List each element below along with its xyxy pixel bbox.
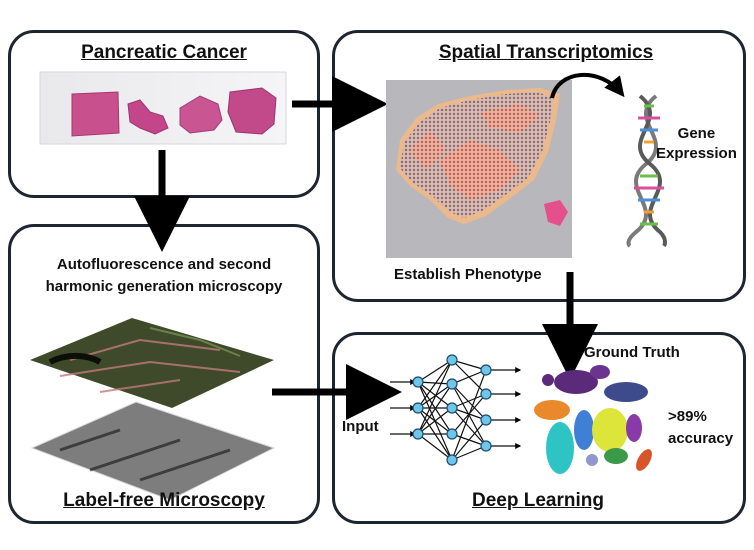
microscopy-image-stack [30,318,276,501]
tissue-piece [71,91,120,137]
gene-expression-label: Gene Expression [656,124,737,164]
tissue-piece [227,87,277,135]
spatial-transcriptomics-image [386,80,572,258]
establish-phenotype-label: Establish Phenotype [394,266,542,283]
ground-truth-label: Ground Truth [584,344,680,361]
deep-learning-title: Deep Learning [472,490,604,511]
microscopy-description-line2: harmonic generation microscopy [45,278,283,295]
microscopy-description-line1: Autofluorescence and second [56,256,272,273]
gene-expression-line2: Expression [656,145,737,162]
pancreatic-cancer-title: Pancreatic Cancer [81,42,247,63]
arrow-to-gene-expression [550,72,625,99]
spatial-transcriptomics-title: Spatial Transcriptomics [438,42,654,63]
microscopy-description: Autofluorescence and second harmonic gen… [20,254,308,298]
accuracy-value: >89% [668,408,707,425]
dna-helix-icon [626,94,667,248]
gene-expression-line1: Gene [677,125,716,142]
accuracy-label: >89% accuracy [668,406,733,450]
tissue-piece [179,95,223,134]
cluster-plot-image [534,365,652,474]
accuracy-text: accuracy [668,430,734,447]
tissue-piece [127,99,169,135]
input-label: Input [342,418,379,435]
label-free-microscopy-title: Label-free Microscopy [63,490,265,511]
neural-network-icon [390,354,522,466]
tissue-slide-image [39,71,287,145]
